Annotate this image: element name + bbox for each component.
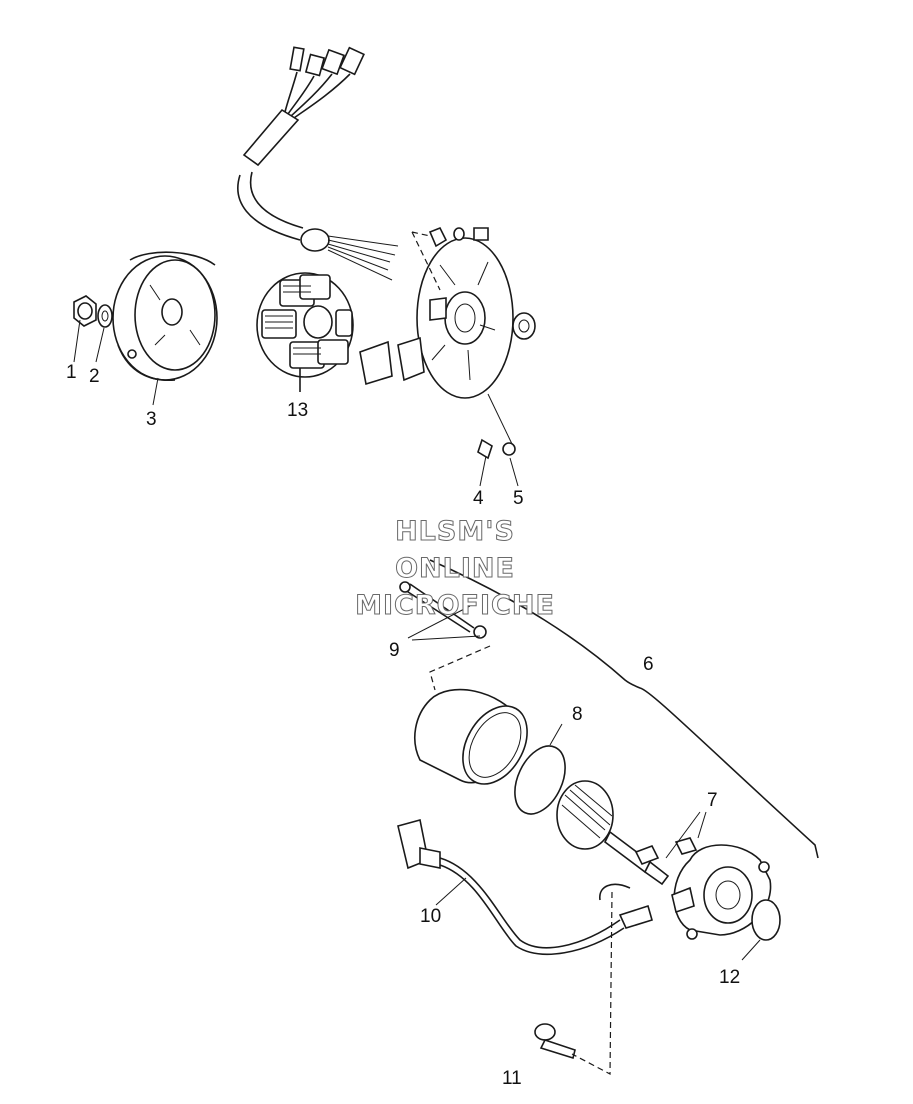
callout-13: 13 [287, 400, 308, 421]
watermark-line-3: MICROFICHE [355, 590, 555, 621]
callout-4: 4 [473, 488, 484, 509]
callout-9: 9 [389, 640, 400, 661]
flywheel-nut [73, 295, 97, 327]
callout-12: 12 [719, 967, 740, 988]
callout-10: 10 [420, 906, 441, 927]
brush-clips [634, 811, 707, 866]
callout-7: 7 [707, 790, 718, 811]
starter-end-cover [671, 844, 772, 940]
o-ring-small [741, 899, 781, 961]
watermark: HLSM'S ONLINE MICROFICHE [355, 516, 555, 622]
callout-1: 1 [66, 362, 77, 383]
armature [556, 780, 670, 886]
o-ring-large [514, 723, 566, 815]
starter-cable [397, 819, 653, 956]
callout-5: 5 [513, 488, 524, 509]
stator [256, 272, 354, 392]
watermark-line-2: ONLINE [395, 553, 515, 584]
stator-wire-harness [237, 46, 399, 281]
callout-6: 6 [643, 654, 654, 675]
flywheel [112, 251, 218, 382]
leader-lines [73, 319, 519, 641]
starter-through-bolts [399, 581, 491, 691]
callout-8: 8 [572, 704, 583, 725]
callout-3: 3 [146, 409, 157, 430]
stator-plate [359, 226, 536, 460]
watermark-line-1: HLSM'S [395, 516, 515, 547]
callouts: 1 2 3 4 5 6 7 8 9 10 11 12 13 [66, 362, 740, 1089]
callout-11: 11 [502, 1068, 522, 1089]
starter-assembly-brace [429, 559, 819, 859]
callout-2: 2 [89, 366, 100, 387]
flywheel-washer [97, 304, 113, 328]
starter-mounting-bolt [534, 891, 613, 1075]
starter-motor-housing [414, 688, 528, 785]
